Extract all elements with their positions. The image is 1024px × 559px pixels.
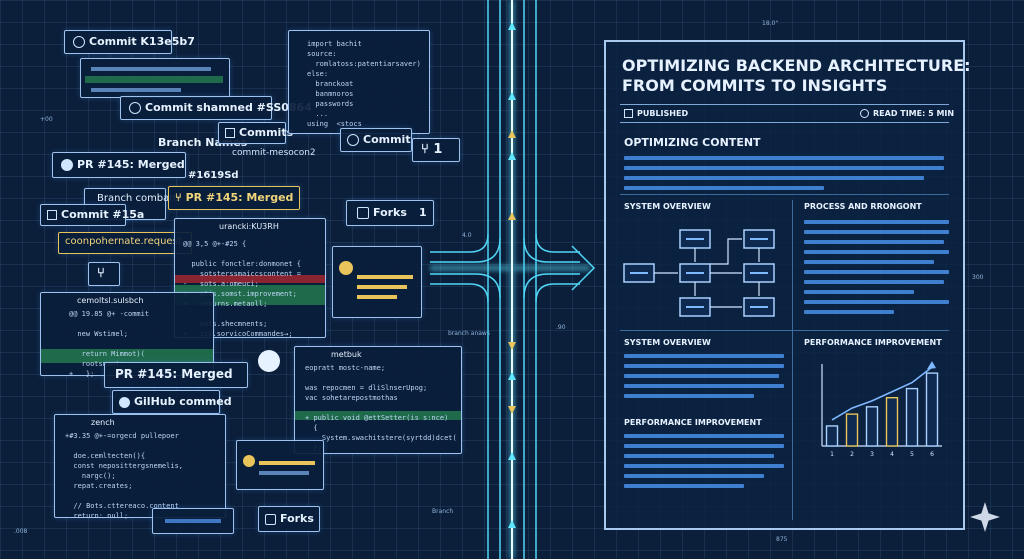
github-icon	[119, 396, 130, 408]
tick-label-5: 5	[910, 451, 914, 458]
github-commed-label: GilHub commed	[134, 395, 232, 408]
branch-anaws-label: branch anaws	[448, 330, 490, 337]
merge-icon-card[interactable]: ⑂ 1	[412, 138, 460, 162]
left-code-title: cemoltsl.sulsbch	[77, 296, 144, 305]
forks-label-1: Forks	[373, 206, 407, 219]
system-overview-heading-2: SYSTEM OVERVIEW	[624, 338, 711, 347]
forks-card-1[interactable]: Forks 1	[346, 200, 434, 226]
pr-merged-label-3: PR #145: Merged	[115, 367, 233, 381]
doc-height-label: 300	[972, 274, 984, 281]
commit-15a-card[interactable]: Commit #15a	[40, 204, 144, 226]
branch-icon: ⑂	[97, 266, 105, 281]
section-optimizing-content: OPTIMIZING CONTENT	[624, 136, 761, 149]
diff-title: urancki:KU3RH	[219, 222, 279, 231]
trend-line	[831, 366, 933, 421]
pr-merged-label-1: PR #145: Merged	[77, 158, 185, 171]
performance-heading-right: PERFORMANCE IMPROVEMENT	[804, 338, 942, 347]
commit-icon	[347, 134, 359, 146]
commit-icon	[73, 36, 85, 48]
bar-1	[825, 425, 839, 447]
dimension-008: .008	[14, 528, 28, 535]
note-card-bottom	[236, 440, 324, 490]
commit-15a-label: Commit #15a	[61, 208, 145, 221]
pr-merged-card-1[interactable]: PR #145: Merged	[52, 152, 186, 178]
published-label: PUBLISHED	[637, 109, 689, 118]
bar-5	[905, 387, 919, 447]
right-code-card: metbuk eopratt mostc-name; was repocmen …	[294, 346, 462, 454]
performance-chart: 1 2 3 4 5 6	[821, 361, 942, 458]
github-icon	[61, 159, 73, 171]
article-title-line2: FROM COMMITS TO INSIGHTS	[622, 76, 888, 95]
warning-icon	[243, 455, 255, 467]
bar-2	[845, 413, 859, 447]
right-code: eopratt mostc-name; was repocmen = dliSl…	[305, 364, 457, 452]
commit-shamed-card[interactable]: Commit shamned #SS0864	[120, 96, 312, 120]
fork-icon	[357, 207, 369, 219]
tick-label-1: 1	[830, 451, 834, 458]
copy-icon	[47, 210, 57, 220]
commit-card-top[interactable]: Commit K13e5b7	[64, 30, 195, 54]
dimension-400: +00	[40, 116, 53, 123]
commit-label: Commit K13e5b7	[89, 35, 195, 48]
article-title-line1: OPTIMIZING BACKEND ARCHITECTURE:	[622, 56, 971, 75]
pr-merged-label-2: PR #145: Merged	[185, 191, 294, 204]
tick-label-2: 2	[850, 451, 854, 458]
bottom-code: +#3.35 @+-=orgecd pullepoer doe.cemltect…	[65, 432, 184, 520]
commit-right-label: Commit	[363, 133, 411, 146]
fork-icon	[265, 513, 276, 525]
log-card	[80, 58, 230, 98]
forks-label-2: Forks	[280, 512, 314, 525]
commit-icon	[129, 102, 141, 114]
system-overview-heading-1: SYSTEM OVERVIEW	[624, 202, 711, 211]
doc-width-label: 18.0"	[762, 20, 779, 27]
doc-bottom-label: 875	[776, 536, 788, 543]
right-code-title: metbuk	[331, 350, 362, 359]
code-snippet-top: import bachit source: romlatoss:patentia…	[307, 40, 421, 128]
commits-label: Commits	[239, 126, 294, 139]
commit-message-label: commit-mesocon2	[232, 148, 316, 158]
merge-icon: ⑂ 1	[421, 142, 443, 157]
dimension-40: 4.0	[462, 232, 472, 239]
article-document: OPTIMIZING BACKEND ARCHITECTURE: FROM CO…	[604, 40, 971, 530]
github-commed-card[interactable]: GilHub commed	[112, 390, 232, 414]
clock-icon	[860, 109, 869, 118]
tick-label-6: 6	[930, 451, 934, 458]
coauthor-label: coonpohernate.request	[65, 236, 182, 247]
dimension-90: .90	[556, 324, 566, 331]
commit-right-card[interactable]: Commit	[340, 128, 412, 152]
bottom-code-card: zench +#3.35 @+-=orgecd pullepoer doe.ce…	[54, 414, 226, 520]
branch-icon: ⑂	[175, 191, 182, 204]
bar-3	[865, 406, 879, 447]
tick-label-4: 4	[890, 451, 894, 458]
bar-4	[885, 397, 899, 447]
empty-card	[152, 508, 234, 534]
branch-small-label: Branch	[432, 508, 454, 515]
pr-merged-card-3[interactable]: PR #145: Merged	[104, 362, 248, 388]
hash-label: #1619Sd	[188, 170, 239, 181]
process-heading: PROCESS AND RRONGONT	[804, 202, 922, 211]
note-card	[332, 246, 422, 318]
pr-merged-card-2[interactable]: ⑂PR #145: Merged	[168, 186, 300, 210]
copy-icon	[225, 128, 235, 138]
forks-count: 1	[419, 206, 427, 219]
commit-shamed-label: Commit shamned #SS0864	[145, 101, 312, 114]
left-code: @@ 19.85 @+ -commit new Wstimel; return …	[69, 310, 150, 378]
performance-heading-left: PERFORMANCE IMPROVEMENT	[624, 418, 762, 427]
github-logo-icon	[258, 350, 280, 372]
tick-label-3: 3	[870, 451, 874, 458]
calendar-icon	[624, 109, 633, 118]
commits-card[interactable]: Commits	[218, 122, 293, 144]
branch-icon-card[interactable]: ⑂	[88, 262, 120, 286]
forks-card-2[interactable]: Forks	[258, 506, 320, 532]
read-time-label: READ TIME: 5 MIN	[873, 109, 955, 118]
system-diagram	[623, 229, 775, 317]
code-card-top: import bachit source: romlatoss:patentia…	[288, 30, 430, 134]
warning-icon	[339, 261, 353, 275]
bar-6	[925, 372, 939, 447]
branch-combans-label: Branch combans	[97, 193, 181, 204]
trend-arrow	[927, 361, 936, 370]
bottom-code-title: zench	[91, 418, 115, 427]
